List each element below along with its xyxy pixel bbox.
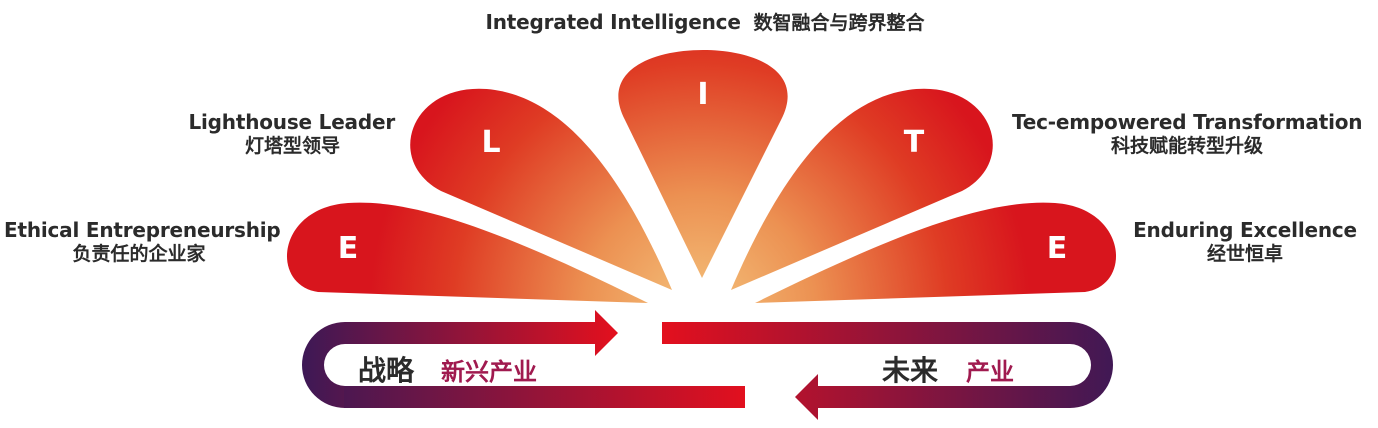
label-en: Tec-empowered Transformation — [1012, 110, 1363, 134]
label-en: Enduring Excellence — [1133, 218, 1357, 242]
petal-t-tec — [731, 88, 993, 290]
label-zh: 科技赋能转型升级 — [1110, 135, 1263, 157]
loop-left-bottom-bar — [344, 386, 745, 408]
loop-right-band — [662, 322, 1113, 420]
label-integrated: Integrated Intelligence 数智融合与跨界整合 — [455, 10, 955, 36]
loop-right-sub: 产业 — [966, 358, 1014, 386]
label-tec: Tec-empowered Transformation 科技赋能转型升级 — [1012, 110, 1363, 159]
petal-letter: E — [338, 231, 359, 266]
petal-letter: E — [1047, 231, 1068, 266]
petal-e-enduring — [755, 202, 1117, 303]
label-ethical: Ethical Entrepreneurship 负责任的企业家 — [4, 218, 281, 267]
label-zh: 数智融合与跨界整合 — [753, 12, 925, 34]
petal-l-lighthouse — [410, 88, 672, 290]
petal-i-integrated — [618, 50, 788, 278]
label-zh: 负责任的企业家 — [72, 243, 206, 265]
label-en: Integrated Intelligence — [486, 10, 748, 34]
label-zh: 经世恒卓 — [1206, 243, 1283, 265]
loop-left-main: 战略 — [358, 354, 415, 387]
petal-letter: I — [697, 77, 708, 112]
loop-left-band — [302, 310, 618, 408]
petal-e-ethical — [286, 202, 648, 303]
petal-letter: L — [481, 125, 500, 160]
label-zh: 灯塔型领导 — [244, 135, 340, 157]
loop-left-sub: 新兴产业 — [441, 358, 537, 386]
label-lighthouse: Lighthouse Leader 灯塔型领导 — [150, 110, 395, 159]
label-en-text: Integrated Intelligence — [485, 10, 741, 34]
label-enduring: Enduring Excellence 经世恒卓 — [1130, 218, 1360, 267]
petal-letter: T — [904, 125, 925, 160]
label-en: Lighthouse Leader — [188, 110, 395, 134]
label-en: Ethical Entrepreneurship — [4, 218, 281, 242]
loop-right-main: 未来 — [882, 354, 938, 387]
